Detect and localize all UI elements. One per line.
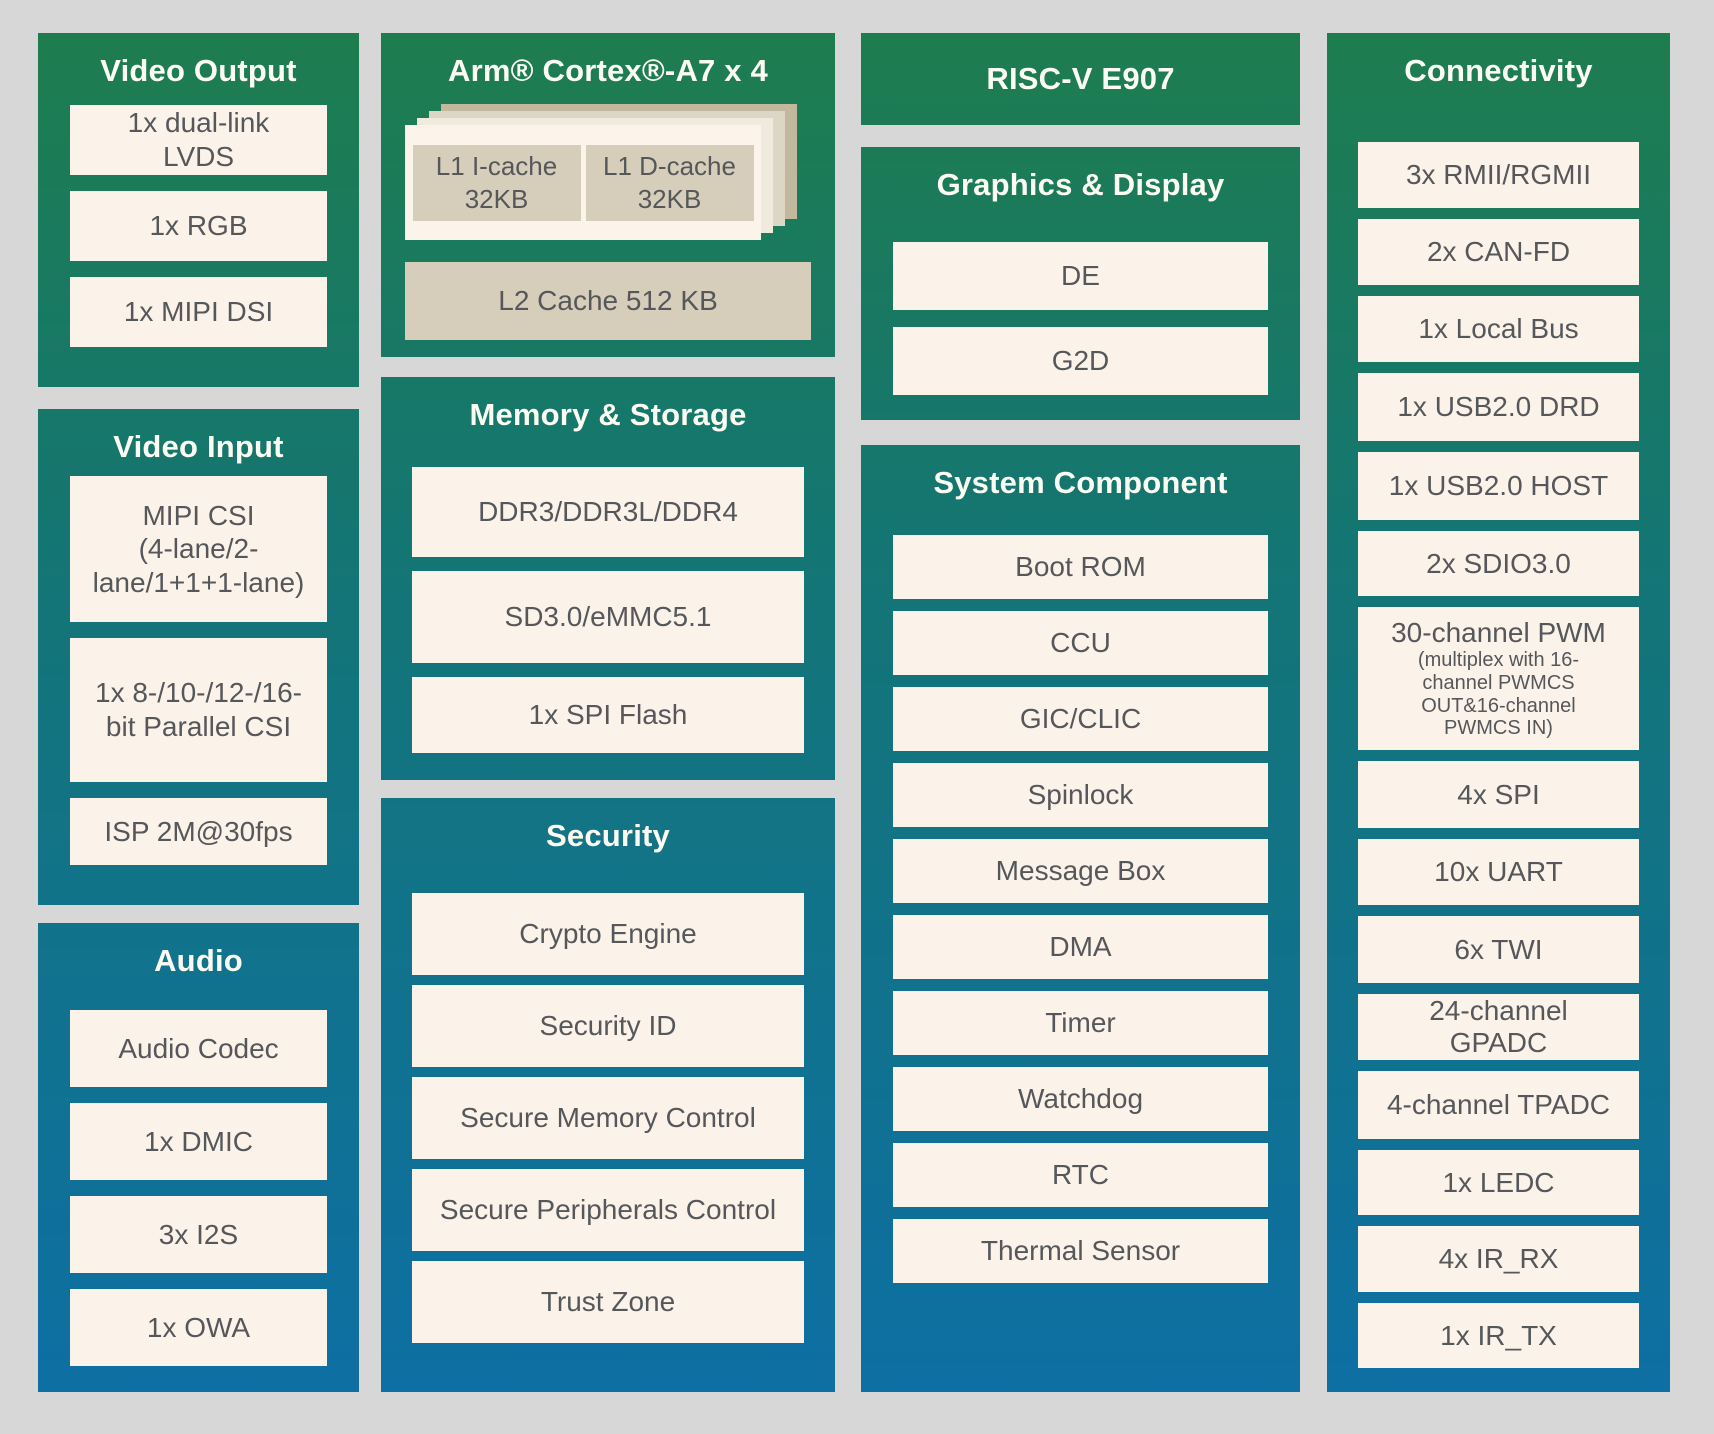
- item-message-box: Message Box: [893, 839, 1268, 903]
- item-ccu: CCU: [893, 611, 1268, 675]
- system-component-items: Boot ROM CCU GIC/CLIC Spinlock Message B…: [893, 535, 1268, 1283]
- section-title-cpu: Arm® Cortex®-A7 x 4: [448, 53, 768, 88]
- cpu-core-card: L1 I-cache 32KB L1 D-cache 32KB: [405, 125, 761, 240]
- section-title-audio: Audio: [154, 943, 243, 978]
- item-ir-rx: 4x IR_RX: [1358, 1226, 1639, 1292]
- item-tpadc: 4-channel TPADC: [1358, 1071, 1639, 1139]
- item-crypto-engine: Crypto Engine: [412, 893, 804, 975]
- item-ddr: DDR3/DDR3L/DDR4: [412, 467, 804, 557]
- item-ir-tx: 1x IR_TX: [1358, 1303, 1639, 1368]
- item-timer: Timer: [893, 991, 1268, 1055]
- video-input-items: MIPI CSI (4-lane/2- lane/1+1+1-lane) 1x …: [70, 476, 327, 865]
- item-mipi-dsi: 1x MIPI DSI: [70, 277, 327, 347]
- item-secure-peripherals-control: Secure Peripherals Control: [412, 1169, 804, 1251]
- item-g2d: G2D: [893, 327, 1268, 395]
- cpu-core-card-stack: L1 I-cache 32KB L1 D-cache 32KB: [405, 104, 797, 240]
- item-owa: 1x OWA: [70, 1289, 327, 1366]
- item-ledc: 1x LEDC: [1358, 1150, 1639, 1215]
- section-connectivity: Connectivity 3x RMII/RGMII 2x CAN-FD 1x …: [1327, 33, 1670, 1392]
- item-usb-drd: 1x USB2.0 DRD: [1358, 373, 1639, 441]
- memory-storage-items: DDR3/DDR3L/DDR4 SD3.0/eMMC5.1 1x SPI Fla…: [412, 467, 804, 753]
- section-video-input: Video Input MIPI CSI (4-lane/2- lane/1+1…: [38, 409, 359, 905]
- section-title-connectivity: Connectivity: [1404, 53, 1593, 88]
- column-cpu-memory-security: Arm® Cortex®-A7 x 4 L1 I-cache 32KB L1 D…: [381, 33, 835, 1392]
- item-dual-link-lvds: 1x dual-link LVDS: [70, 105, 327, 175]
- audio-items: Audio Codec 1x DMIC 3x I2S 1x OWA: [70, 1010, 327, 1366]
- item-sd-emmc: SD3.0/eMMC5.1: [412, 571, 804, 663]
- column-riscv-system: RISC-V E907 Graphics & Display DE G2D Sy…: [861, 33, 1300, 1392]
- item-de: DE: [893, 242, 1268, 310]
- item-security-id: Security ID: [412, 985, 804, 1067]
- section-riscv: RISC-V E907: [861, 33, 1300, 125]
- section-memory-storage: Memory & Storage DDR3/DDR3L/DDR4 SD3.0/e…: [381, 377, 835, 780]
- item-parallel-csi: 1x 8-/10-/12-/16- bit Parallel CSI: [70, 638, 327, 782]
- item-audio-codec: Audio Codec: [70, 1010, 327, 1087]
- column-connectivity: Connectivity 3x RMII/RGMII 2x CAN-FD 1x …: [1327, 33, 1670, 1392]
- item-isp: ISP 2M@30fps: [70, 798, 327, 865]
- section-title-riscv: RISC-V E907: [986, 61, 1175, 96]
- l2-cache-box: L2 Cache 512 KB: [405, 262, 811, 340]
- column-video-audio: Video Output 1x dual-link LVDS 1x RGB 1x…: [38, 33, 359, 1392]
- section-security: Security Crypto Engine Security ID Secur…: [381, 798, 835, 1392]
- item-rmii-rgmii: 3x RMII/RGMII: [1358, 142, 1639, 208]
- item-sdio: 2x SDIO3.0: [1358, 531, 1639, 596]
- section-system-component: System Component Boot ROM CCU GIC/CLIC S…: [861, 445, 1300, 1392]
- security-items: Crypto Engine Security ID Secure Memory …: [412, 893, 804, 1343]
- item-can-fd: 2x CAN-FD: [1358, 219, 1639, 285]
- item-rgb: 1x RGB: [70, 191, 327, 261]
- item-thermal-sensor: Thermal Sensor: [893, 1219, 1268, 1283]
- item-gpadc: 24-channel GPADC: [1358, 994, 1639, 1060]
- section-audio: Audio Audio Codec 1x DMIC 3x I2S 1x OWA: [38, 923, 359, 1392]
- connectivity-items: 3x RMII/RGMII 2x CAN-FD 1x Local Bus 1x …: [1358, 142, 1639, 1368]
- item-pwm: 30-channel PWM (multiplex with 16- chann…: [1358, 607, 1639, 750]
- section-title-system-component: System Component: [933, 465, 1228, 500]
- section-title-video-input: Video Input: [113, 429, 284, 464]
- section-title-video-output: Video Output: [100, 53, 297, 88]
- video-output-items: 1x dual-link LVDS 1x RGB 1x MIPI DSI: [70, 105, 327, 347]
- item-gic-clic: GIC/CLIC: [893, 687, 1268, 751]
- item-local-bus: 1x Local Bus: [1358, 296, 1639, 362]
- item-secure-memory-control: Secure Memory Control: [412, 1077, 804, 1159]
- section-title-graphics-display: Graphics & Display: [936, 167, 1225, 202]
- section-title-security: Security: [546, 818, 670, 853]
- item-spi-flash: 1x SPI Flash: [412, 677, 804, 753]
- l1-dcache-box: L1 D-cache 32KB: [585, 144, 754, 221]
- section-graphics-display: Graphics & Display DE G2D: [861, 147, 1300, 420]
- item-usb-host: 1x USB2.0 HOST: [1358, 452, 1639, 520]
- soc-block-diagram: Video Output 1x dual-link LVDS 1x RGB 1x…: [38, 33, 1670, 1392]
- item-i2s: 3x I2S: [70, 1196, 327, 1273]
- item-mipi-csi: MIPI CSI (4-lane/2- lane/1+1+1-lane): [70, 476, 327, 622]
- section-cpu: Arm® Cortex®-A7 x 4 L1 I-cache 32KB L1 D…: [381, 33, 835, 357]
- graphics-display-items: DE G2D: [893, 242, 1268, 395]
- section-video-output: Video Output 1x dual-link LVDS 1x RGB 1x…: [38, 33, 359, 387]
- item-spinlock: Spinlock: [893, 763, 1268, 827]
- pwm-label: 30-channel PWM: [1391, 617, 1606, 649]
- l1-icache-box: L1 I-cache 32KB: [412, 144, 581, 221]
- item-dmic: 1x DMIC: [70, 1103, 327, 1180]
- item-dma: DMA: [893, 915, 1268, 979]
- item-boot-rom: Boot ROM: [893, 535, 1268, 599]
- item-trust-zone: Trust Zone: [412, 1261, 804, 1343]
- item-watchdog: Watchdog: [893, 1067, 1268, 1131]
- section-title-memory-storage: Memory & Storage: [469, 397, 747, 432]
- pwm-sub-label: (multiplex with 16- channel PWMCS OUT&16…: [1417, 649, 1580, 740]
- item-spi: 4x SPI: [1358, 761, 1639, 828]
- item-rtc: RTC: [893, 1143, 1268, 1207]
- item-uart: 10x UART: [1358, 839, 1639, 905]
- item-twi: 6x TWI: [1358, 916, 1639, 983]
